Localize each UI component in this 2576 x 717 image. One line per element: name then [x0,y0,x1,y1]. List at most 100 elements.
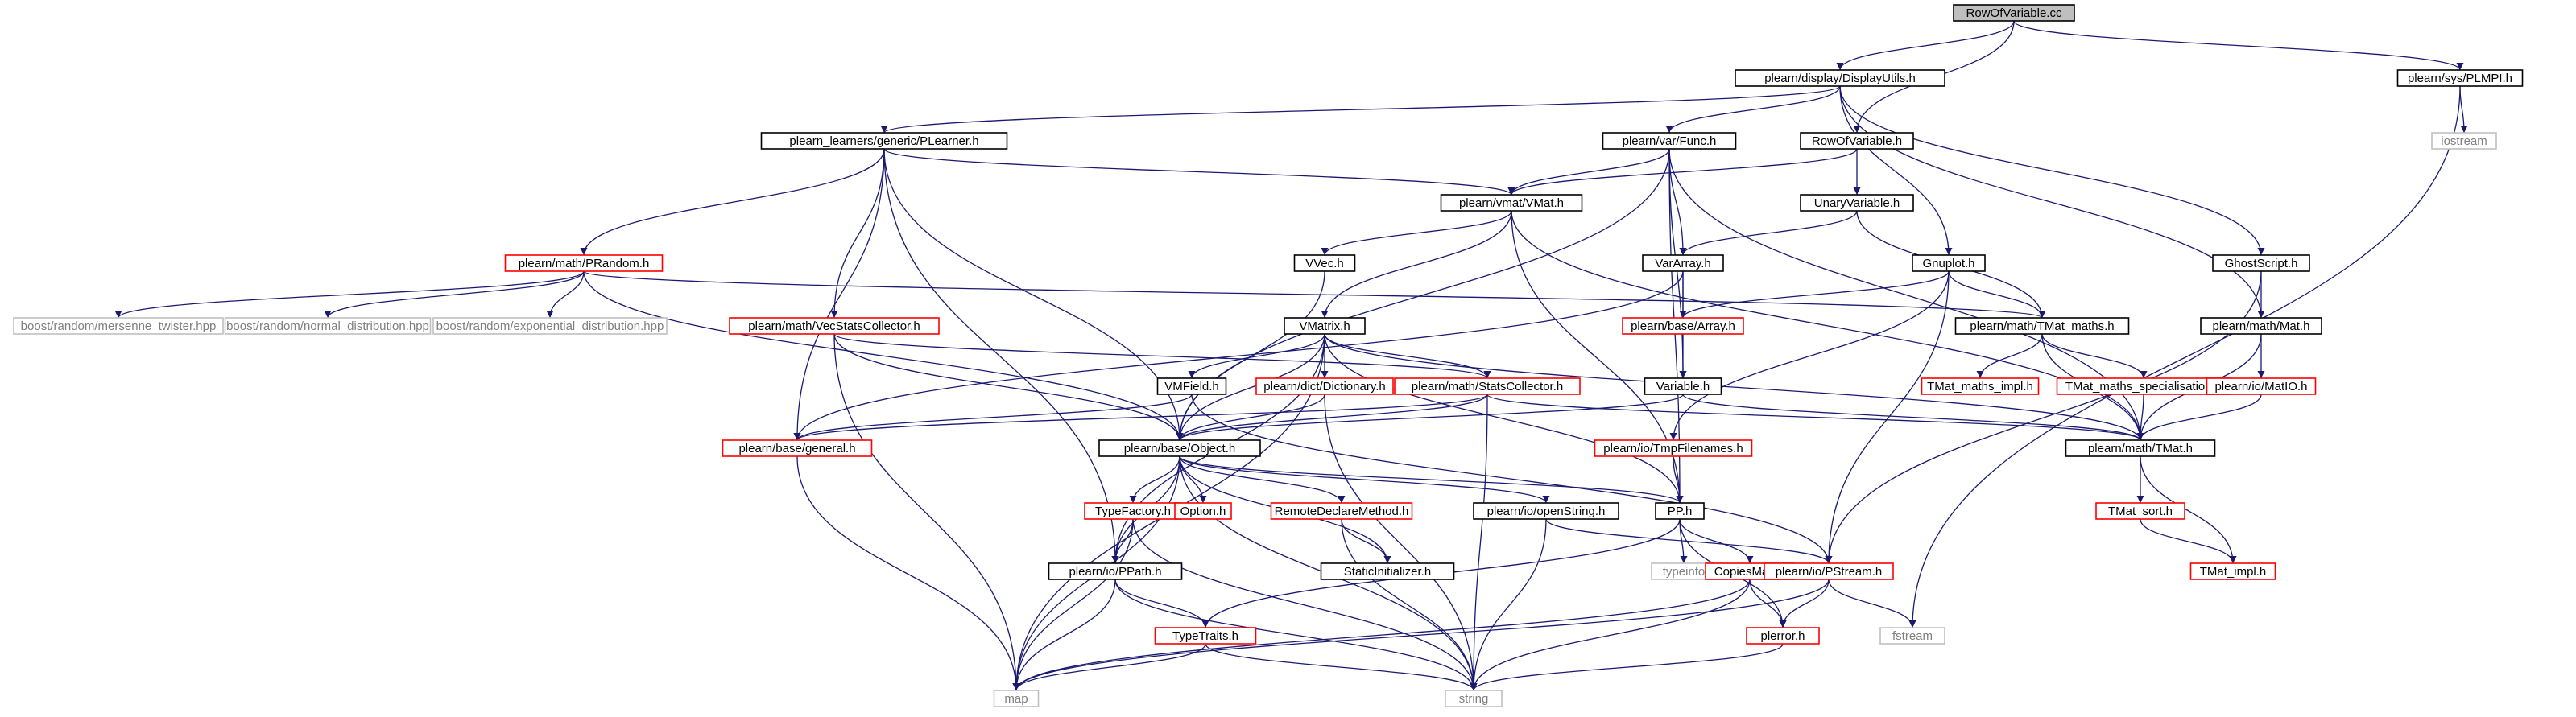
edge-statscollector-to-tmat [1486,394,2144,441]
node-ghostscript[interactable]: GhostScript.h [2212,254,2310,272]
edge-root-to-displayutils [1836,20,2015,71]
node-option-label: Option.h [1180,505,1226,518]
node-vararray[interactable]: VarArray.h [1642,254,1724,272]
node-object[interactable]: plearn/base/Object.h [1098,439,1261,457]
node-tmatimpl-label: TMat_maths_impl.h [1927,380,2033,394]
node-expdist[interactable]: boost/random/exponential_distribution.hp… [432,317,668,335]
node-mersenne-box [13,317,224,335]
node-plerror[interactable]: plerror.h [1746,627,1820,645]
node-map-box [993,690,1040,707]
node-tmpfilenames[interactable]: plearn/io/TmpFilenames.h [1594,439,1753,457]
node-dictionary[interactable]: plearn/dict/Dictionary.h [1255,377,1394,395]
node-rowofvar-label: RowOfVariable.h [1812,134,1902,148]
node-statscollector[interactable]: plearn/math/StatsCollector.h [1394,377,1581,395]
edge-vecstats-to-statscollector [833,333,1491,379]
node-tmat[interactable]: plearn/math/TMat.h [2065,439,2216,457]
node-vmatrix[interactable]: VMatrix.h [1284,317,1366,335]
node-rowofvar[interactable]: RowOfVariable.h [1800,132,1914,150]
node-pp[interactable]: PP.h [1655,502,1705,520]
node-iostream[interactable]: iostream [2431,132,2497,150]
node-normaldist-label: boost/random/normal_distribution.hpp [226,319,429,333]
edge-vecstats-to-object [833,333,1184,441]
edge-prandom-to-expdist [546,270,585,319]
node-expdist-label: boost/random/exponential_distribution.hp… [436,319,664,333]
node-matio[interactable]: plearn/io/MatIO.h [2206,377,2317,395]
node-tmatsort[interactable]: TMat_sort.h [2095,502,2185,520]
node-option[interactable]: Option.h [1174,502,1232,520]
node-vmfield-box [1156,377,1227,395]
node-map[interactable]: map [993,690,1040,707]
node-remotedecl[interactable]: RemoteDeclareMethod.h [1270,502,1413,520]
node-vecstats-label: plearn/math/VecStatsCollector.h [748,319,920,333]
node-unaryvar[interactable]: UnaryVariable.h [1800,194,1914,212]
edge-vmatrix-to-object [1176,333,1325,441]
node-ghostscript-box [2212,254,2310,272]
node-vmfield[interactable]: VMField.h [1156,377,1227,395]
node-general[interactable]: plearn/base/general.h [722,439,873,457]
node-tmatmaths[interactable]: plearn/math/TMat_maths.h [1954,317,2130,335]
node-variable[interactable]: Variable.h [1644,377,1722,395]
node-typeinfo[interactable]: typeinfo [1651,562,1717,580]
node-ghostscript-label: GhostScript.h [2225,257,2298,270]
edge-vmfield-to-general [793,394,1193,441]
node-staticinit[interactable]: StaticInitializer.h [1320,562,1455,580]
node-string[interactable]: string [1445,690,1503,707]
edge-tmatsort-to-tmatimpl2 [2140,518,2237,564]
node-root[interactable]: RowOfVariable.cc [1953,4,2075,22]
edge-tmatmaths-to-tmatimpl [1976,333,2043,379]
node-plearner[interactable]: plearn_learners/generic/PLearner.h [760,132,1008,150]
node-string-label: string [1459,692,1489,706]
edge-tmatspec-to-tmat [2136,394,2144,441]
node-vmat-box [1440,194,1583,212]
node-mersenne[interactable]: boost/random/mersenne_twister.hpp [13,317,224,335]
node-pstream[interactable]: plearn/io/PStream.h [1764,562,1894,580]
node-mat-box [2200,317,2322,335]
node-plmpi[interactable]: plearn/sys/PLMPI.h [2396,69,2524,87]
node-statscollector-box [1394,377,1581,395]
edge-vmat-to-vmatrix [1321,210,1512,319]
edge-plmpi-to-iostream [2459,85,2468,134]
node-normaldist[interactable]: boost/random/normal_distribution.hpp [224,317,432,335]
node-general-box [722,439,873,457]
node-rowofvar-box [1800,132,1914,150]
edge-plearner-to-object [883,148,1184,441]
node-plearner-label: plearn_learners/generic/PLearner.h [789,134,978,148]
node-mat[interactable]: plearn/math/Mat.h [2200,317,2322,335]
node-vecstats[interactable]: plearn/math/VecStatsCollector.h [729,317,940,335]
node-statscollector-label: plearn/math/StatsCollector.h [1412,380,1563,394]
node-displayutils[interactable]: plearn/display/DisplayUtils.h [1735,69,1945,87]
node-remotedecl-label: RemoteDeclareMethod.h [1275,505,1409,518]
node-vmat-label: plearn/vmat/VMat.h [1459,196,1564,210]
edge-unaryvar-to-vararray [1679,210,1858,256]
edge-vmatrix-to-statscollector [1324,333,1491,379]
node-typetraits[interactable]: TypeTraits.h [1154,627,1257,645]
node-map-label: map [1004,692,1028,706]
node-typeinfo-label: typeinfo [1663,565,1706,579]
edge-openstring-to-string [1470,518,1547,691]
edge-typefactory-to-string [1132,518,1478,691]
node-vmat[interactable]: plearn/vmat/VMat.h [1440,194,1583,212]
node-ppath[interactable]: plearn/io/PPath.h [1048,562,1183,580]
node-vvec-box [1293,254,1356,272]
node-plmpi-box [2396,69,2524,87]
node-basearray[interactable]: plearn/base/Array.h [1622,317,1744,335]
node-gnuplot[interactable]: Gnuplot.h [1912,254,1986,272]
edge-dictionary-to-string [1324,394,1478,691]
node-iostream-label: iostream [2441,134,2487,148]
edge-displayutils-to-ghostscript [1839,85,2265,256]
node-basearray-box [1622,317,1744,335]
node-prandom[interactable]: plearn/math/PRandom.h [504,254,664,272]
edge-vvec-to-object [1176,270,1325,441]
node-openstring[interactable]: plearn/io/openString.h [1473,502,1619,520]
node-plerror-label: plerror.h [1760,629,1805,643]
node-tmatimpl2[interactable]: TMat_impl.h [2189,562,2276,580]
edges-layer [114,20,2468,691]
node-typefactory[interactable]: TypeFactory.h [1084,502,1182,520]
node-tmatspec[interactable]: TMat_maths_specialisation.h [2056,377,2231,395]
edge-ppath-to-typetraits [1114,579,1209,628]
node-tmatimpl[interactable]: TMat_maths_impl.h [1921,377,2040,395]
node-vvec[interactable]: VVec.h [1293,254,1356,272]
node-fstream[interactable]: fstream [1879,627,1945,645]
node-object-label: plearn/base/Object.h [1124,442,1235,455]
node-func[interactable]: plearn/var/Func.h [1602,132,1737,150]
